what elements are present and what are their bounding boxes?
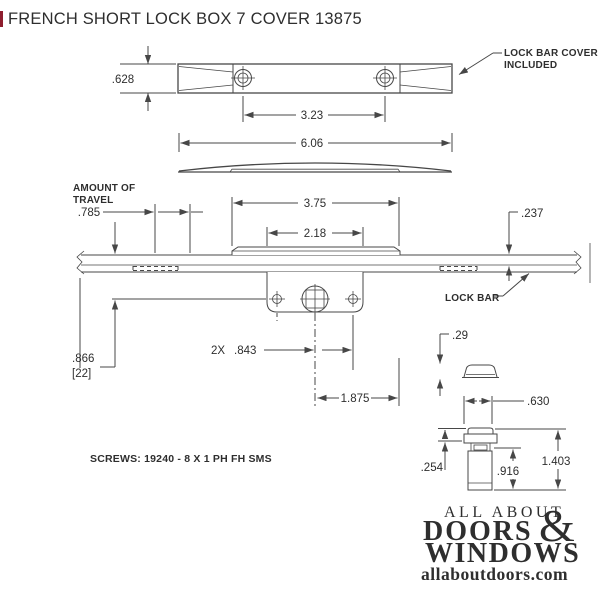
logo-line2: DOORS bbox=[423, 516, 533, 547]
dim-faceplate-length: 3.75 bbox=[304, 198, 326, 210]
dim-bar-thickness-lines bbox=[505, 211, 518, 281]
logo: ALL ABOUT & DOORS WINDOWS allaboutdoors.… bbox=[421, 500, 580, 584]
dim-pin-head-lines bbox=[438, 428, 466, 470]
cover-screw-left bbox=[231, 66, 255, 90]
dim-pin-total-height: 1.403 bbox=[542, 456, 571, 468]
dim-travel-inches: .866 bbox=[72, 353, 94, 365]
logo-line3: WINDOWS bbox=[425, 538, 580, 569]
logo-website-link: allaboutdoors.com bbox=[421, 564, 568, 584]
break-symbol-right bbox=[573, 250, 582, 275]
dim-cover-height: .628 bbox=[112, 74, 134, 86]
dim-pin-width-lines bbox=[463, 396, 524, 424]
dim-screw-offset: .843 bbox=[234, 345, 256, 357]
dim-screw-spacing: 3.23 bbox=[301, 110, 323, 122]
lockbar-leader bbox=[494, 273, 530, 297]
label-lock-bar: LOCK BAR bbox=[445, 293, 500, 304]
dim-cap-height: .29 bbox=[452, 330, 468, 342]
dim-pin-body-height: .916 bbox=[497, 466, 519, 478]
gear-housing bbox=[266, 272, 364, 314]
label-amount-of-travel: AMOUNT OF bbox=[73, 183, 135, 194]
logo-line1: ALL ABOUT bbox=[444, 504, 564, 521]
label-screws-note: SCREWS: 19240 - 8 X 1 PH FH SMS bbox=[90, 453, 272, 465]
label-amount-of-travel-2: TRAVEL bbox=[73, 195, 113, 206]
dim-pin-head-height: .254 bbox=[421, 462, 444, 474]
dim-travel-mm: [22] bbox=[72, 368, 91, 380]
logo-ampersand-icon: & bbox=[539, 500, 575, 551]
title-cropped-glyph bbox=[0, 11, 3, 27]
dim-pin-body-lines bbox=[494, 447, 521, 489]
dim-cover-height-lines bbox=[120, 46, 176, 111]
cover-screw-right bbox=[373, 66, 397, 90]
dim-screw-spacing-lines bbox=[242, 96, 386, 122]
dim-screw-offset-qty: 2X bbox=[211, 345, 225, 357]
label-lock-bar-cover-2: INCLUDED bbox=[504, 60, 557, 71]
dim-travel-lines bbox=[103, 204, 203, 253]
travel-hidden-lines bbox=[132, 266, 478, 271]
dim-cap-height-lines bbox=[436, 333, 449, 396]
dim-screw-offset-lines bbox=[264, 313, 354, 406]
dim-faceplate-length-lines bbox=[231, 197, 400, 246]
dim-cover-length-lines bbox=[178, 133, 453, 152]
dim-travel: .785 bbox=[78, 207, 100, 219]
dim-travel-total-lines bbox=[79, 222, 266, 368]
label-lock-bar-cover: LOCK BAR COVER bbox=[504, 48, 598, 59]
page-title: FRENCH SHORT LOCK BOX 7 COVER 13875 bbox=[8, 10, 362, 28]
break-symbol-left bbox=[76, 250, 85, 275]
dim-cover-length: 6.06 bbox=[301, 138, 323, 150]
cap-detail-view bbox=[462, 364, 499, 378]
dim-housing-width-lines bbox=[266, 227, 364, 246]
dim-pin-width: .630 bbox=[527, 396, 549, 408]
dim-pin-total-lines bbox=[494, 428, 566, 491]
lockbar-assembly-view bbox=[76, 243, 591, 314]
cover-leader bbox=[458, 52, 502, 75]
dim-spindle-to-end: 1.875 bbox=[341, 393, 370, 405]
faceplate bbox=[231, 246, 401, 255]
dim-bar-thickness: .237 bbox=[521, 208, 543, 220]
cover-top-view bbox=[177, 63, 453, 94]
pin-side-view bbox=[463, 427, 498, 491]
cover-profile-view bbox=[178, 162, 452, 173]
spindle-hole bbox=[300, 284, 330, 314]
dim-spindle-to-end-lines bbox=[317, 358, 400, 406]
dim-housing-width: 2.18 bbox=[304, 228, 326, 240]
